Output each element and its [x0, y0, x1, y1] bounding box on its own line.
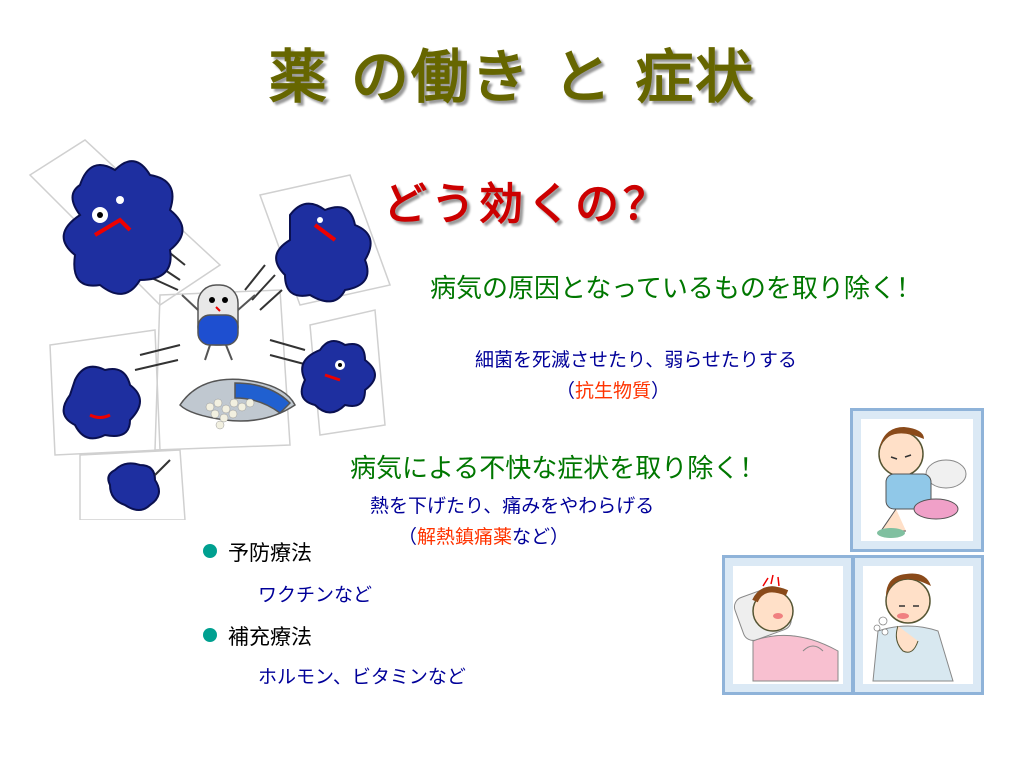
paren-suffix: など）	[512, 526, 570, 548]
germ-pill-illustration	[28, 139, 391, 520]
point2-detail: 熱を下げたり、痛みをやわらげる	[370, 495, 655, 517]
point2-heading: 病気による不快な症状を取り除く！	[350, 454, 766, 484]
bullet-sub: ホルモン、ビタミンなど	[258, 666, 466, 688]
germ-frame-5	[79, 449, 186, 520]
stomachache-child-icon	[877, 427, 967, 538]
antibiotic-highlight: 抗生物質	[575, 380, 652, 402]
sick-child-illustration	[722, 555, 854, 695]
sick-child-illustration	[850, 408, 984, 552]
pill-character-icon	[181, 284, 256, 361]
bullet-sub: ワクチンなど	[258, 584, 373, 606]
germ-icon	[300, 340, 376, 414]
paren-close: ）	[651, 380, 671, 402]
point2-paren-line: （解熱鎮痛薬など）	[398, 522, 569, 549]
point1-paren-line: （抗生物質）	[556, 376, 670, 403]
bullet-label: 予防療法	[228, 541, 312, 565]
point1-heading: 病気の原因となっているものを取り除く！	[430, 274, 922, 304]
capsule-icon	[179, 378, 296, 430]
fever-child-icon	[733, 574, 839, 682]
bullet-label: 補充療法	[228, 625, 312, 649]
page-title: 薬 の働き と 症状	[268, 43, 756, 111]
sick-child-illustration	[852, 555, 984, 695]
subtitle: どう効くの？	[383, 179, 671, 230]
paren-open: （	[556, 380, 576, 402]
germ-icon	[107, 459, 171, 511]
germ-icon	[62, 365, 141, 440]
bullet-dot	[203, 544, 217, 558]
germ-icon	[62, 160, 184, 295]
paren-open: （	[398, 526, 418, 548]
point1-detail: 細菌を死滅させたり、弱らせたりする	[475, 349, 797, 371]
bullet-dot	[203, 628, 217, 642]
coughing-child-icon	[872, 573, 954, 682]
antipyretic-highlight: 解熱鎮痛薬	[417, 526, 513, 548]
pill-frame	[154, 289, 291, 451]
germ-icon	[275, 202, 372, 303]
